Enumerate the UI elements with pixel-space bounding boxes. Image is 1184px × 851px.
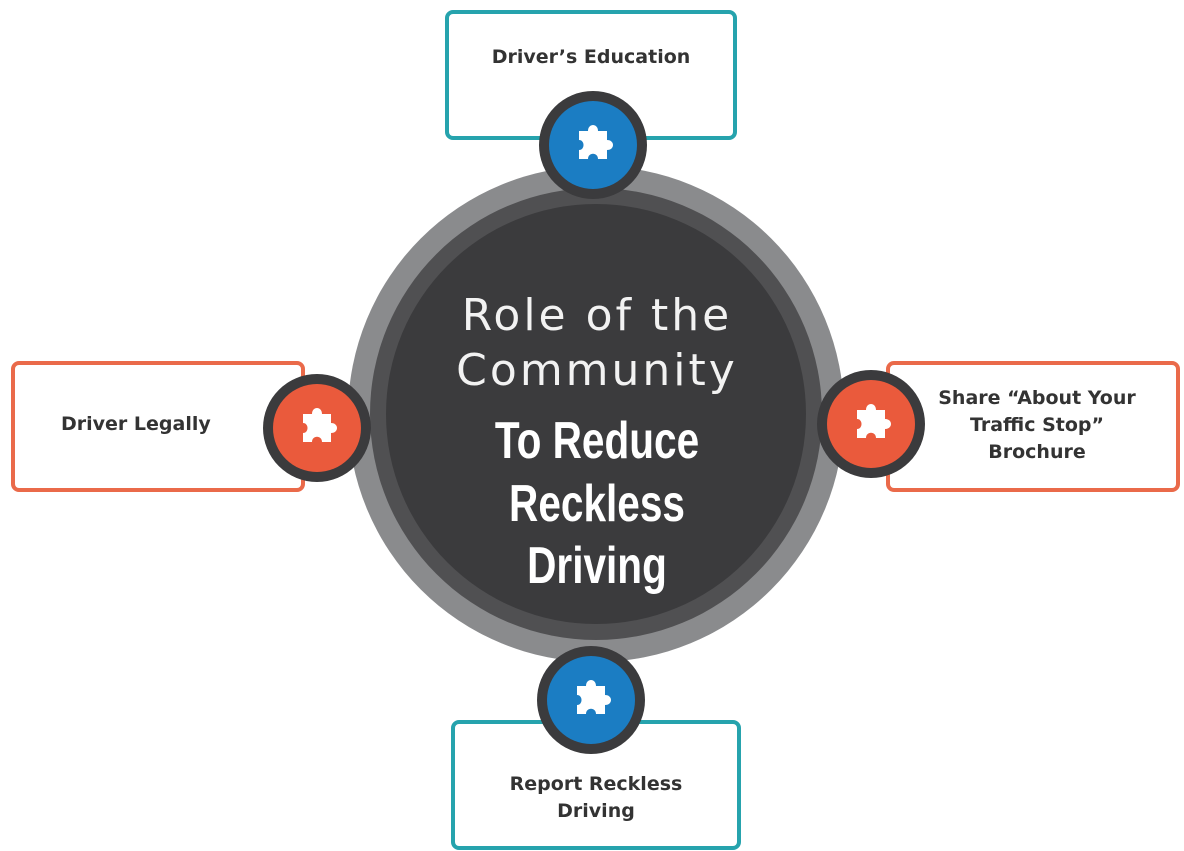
node-label-driver-legally: Driver Legally: [61, 413, 211, 435]
badge-bottom: [537, 646, 645, 754]
hub-subtitle-line-2: Reckless Driving: [509, 475, 685, 595]
hub-title-line-1: Role of the: [461, 290, 733, 341]
node-label-share-brochure: Share “About Your Traffic Stop” Brochure: [938, 387, 1136, 463]
badge-right: [817, 370, 925, 478]
node-box-share-brochure: Share “About Your Traffic Stop” Brochure: [886, 361, 1180, 492]
hub-title-line-2: Community: [456, 345, 738, 396]
badge-left: [263, 374, 371, 482]
node-label-drivers-education: Driver’s Education: [491, 46, 691, 68]
node-label-report-reckless-driving: Report Reckless Driving: [509, 773, 683, 822]
hub-circle: [386, 204, 806, 624]
badge-top: [539, 91, 647, 199]
hub-subtitle-line-1: To Reduce: [494, 412, 700, 470]
